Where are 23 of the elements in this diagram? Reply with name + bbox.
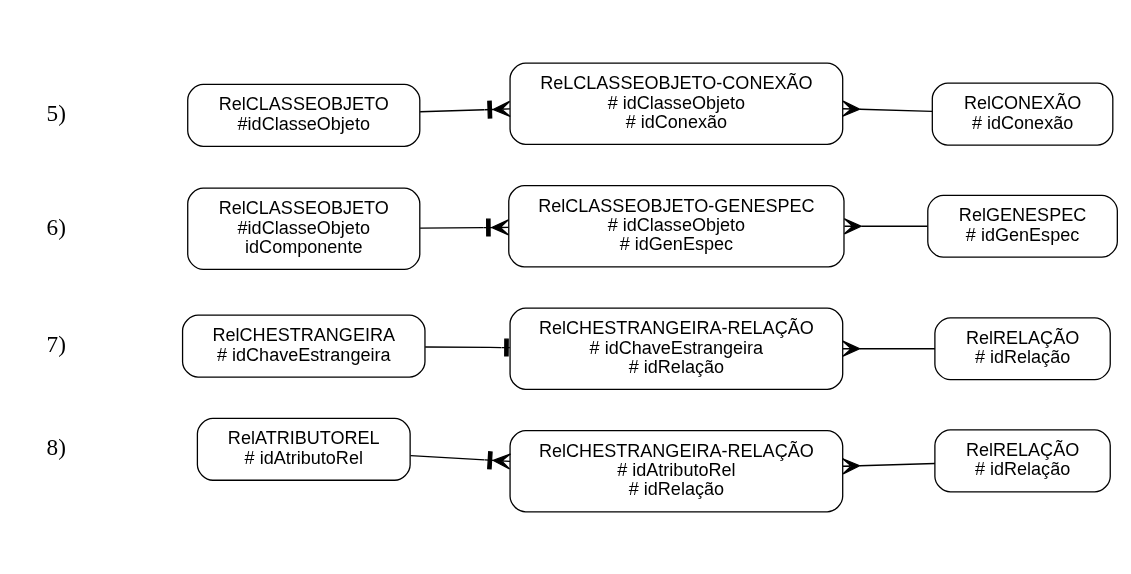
label: 8) [46,433,66,460]
node-box: RelCLASSEOBJETO #idClasseObjeto [187,83,421,147]
connector [419,218,510,237]
node-box: RelGENESPEC # idGenEspec [927,194,1118,258]
connector [842,457,936,474]
connector [842,340,936,357]
node-box: RelCHESTRANGEIRA-RELAÇÃO # idChaveEstrangeira # idRelação [509,307,844,390]
node-box: RelCONEXÃO # idConexão [931,82,1114,146]
connector [419,100,511,119]
label: 7) [46,330,66,357]
node-box: RelCHESTRANGEIRA-RELAÇÃO # idAtributoRel # idRelação [509,429,844,512]
node-box: RelCLASSEOBJETO-GENESPEC # idClasseObjeto # idGenEspec [508,184,845,267]
node-box: RelCHESTRANGEIRA # idChaveEstrangeira [181,314,426,378]
connector [409,450,512,470]
connector [843,217,929,234]
label: 5) [46,99,66,126]
node-box: RelCLASSEOBJETO #idClasseObjeto idComponente [187,187,421,270]
label: 6) [46,213,66,240]
connector [842,100,933,117]
node-box: ReLCLASSEOBJETO-CONEXÃO # idClasseObjeto # idConexão [509,62,844,145]
node-box: RelRELAÇÃO # idRelação [934,316,1111,380]
node-box: RelATRIBUTOREL # idAtributoRel [196,417,411,481]
node-box: RelRELAÇÃO # idRelação [934,428,1111,492]
